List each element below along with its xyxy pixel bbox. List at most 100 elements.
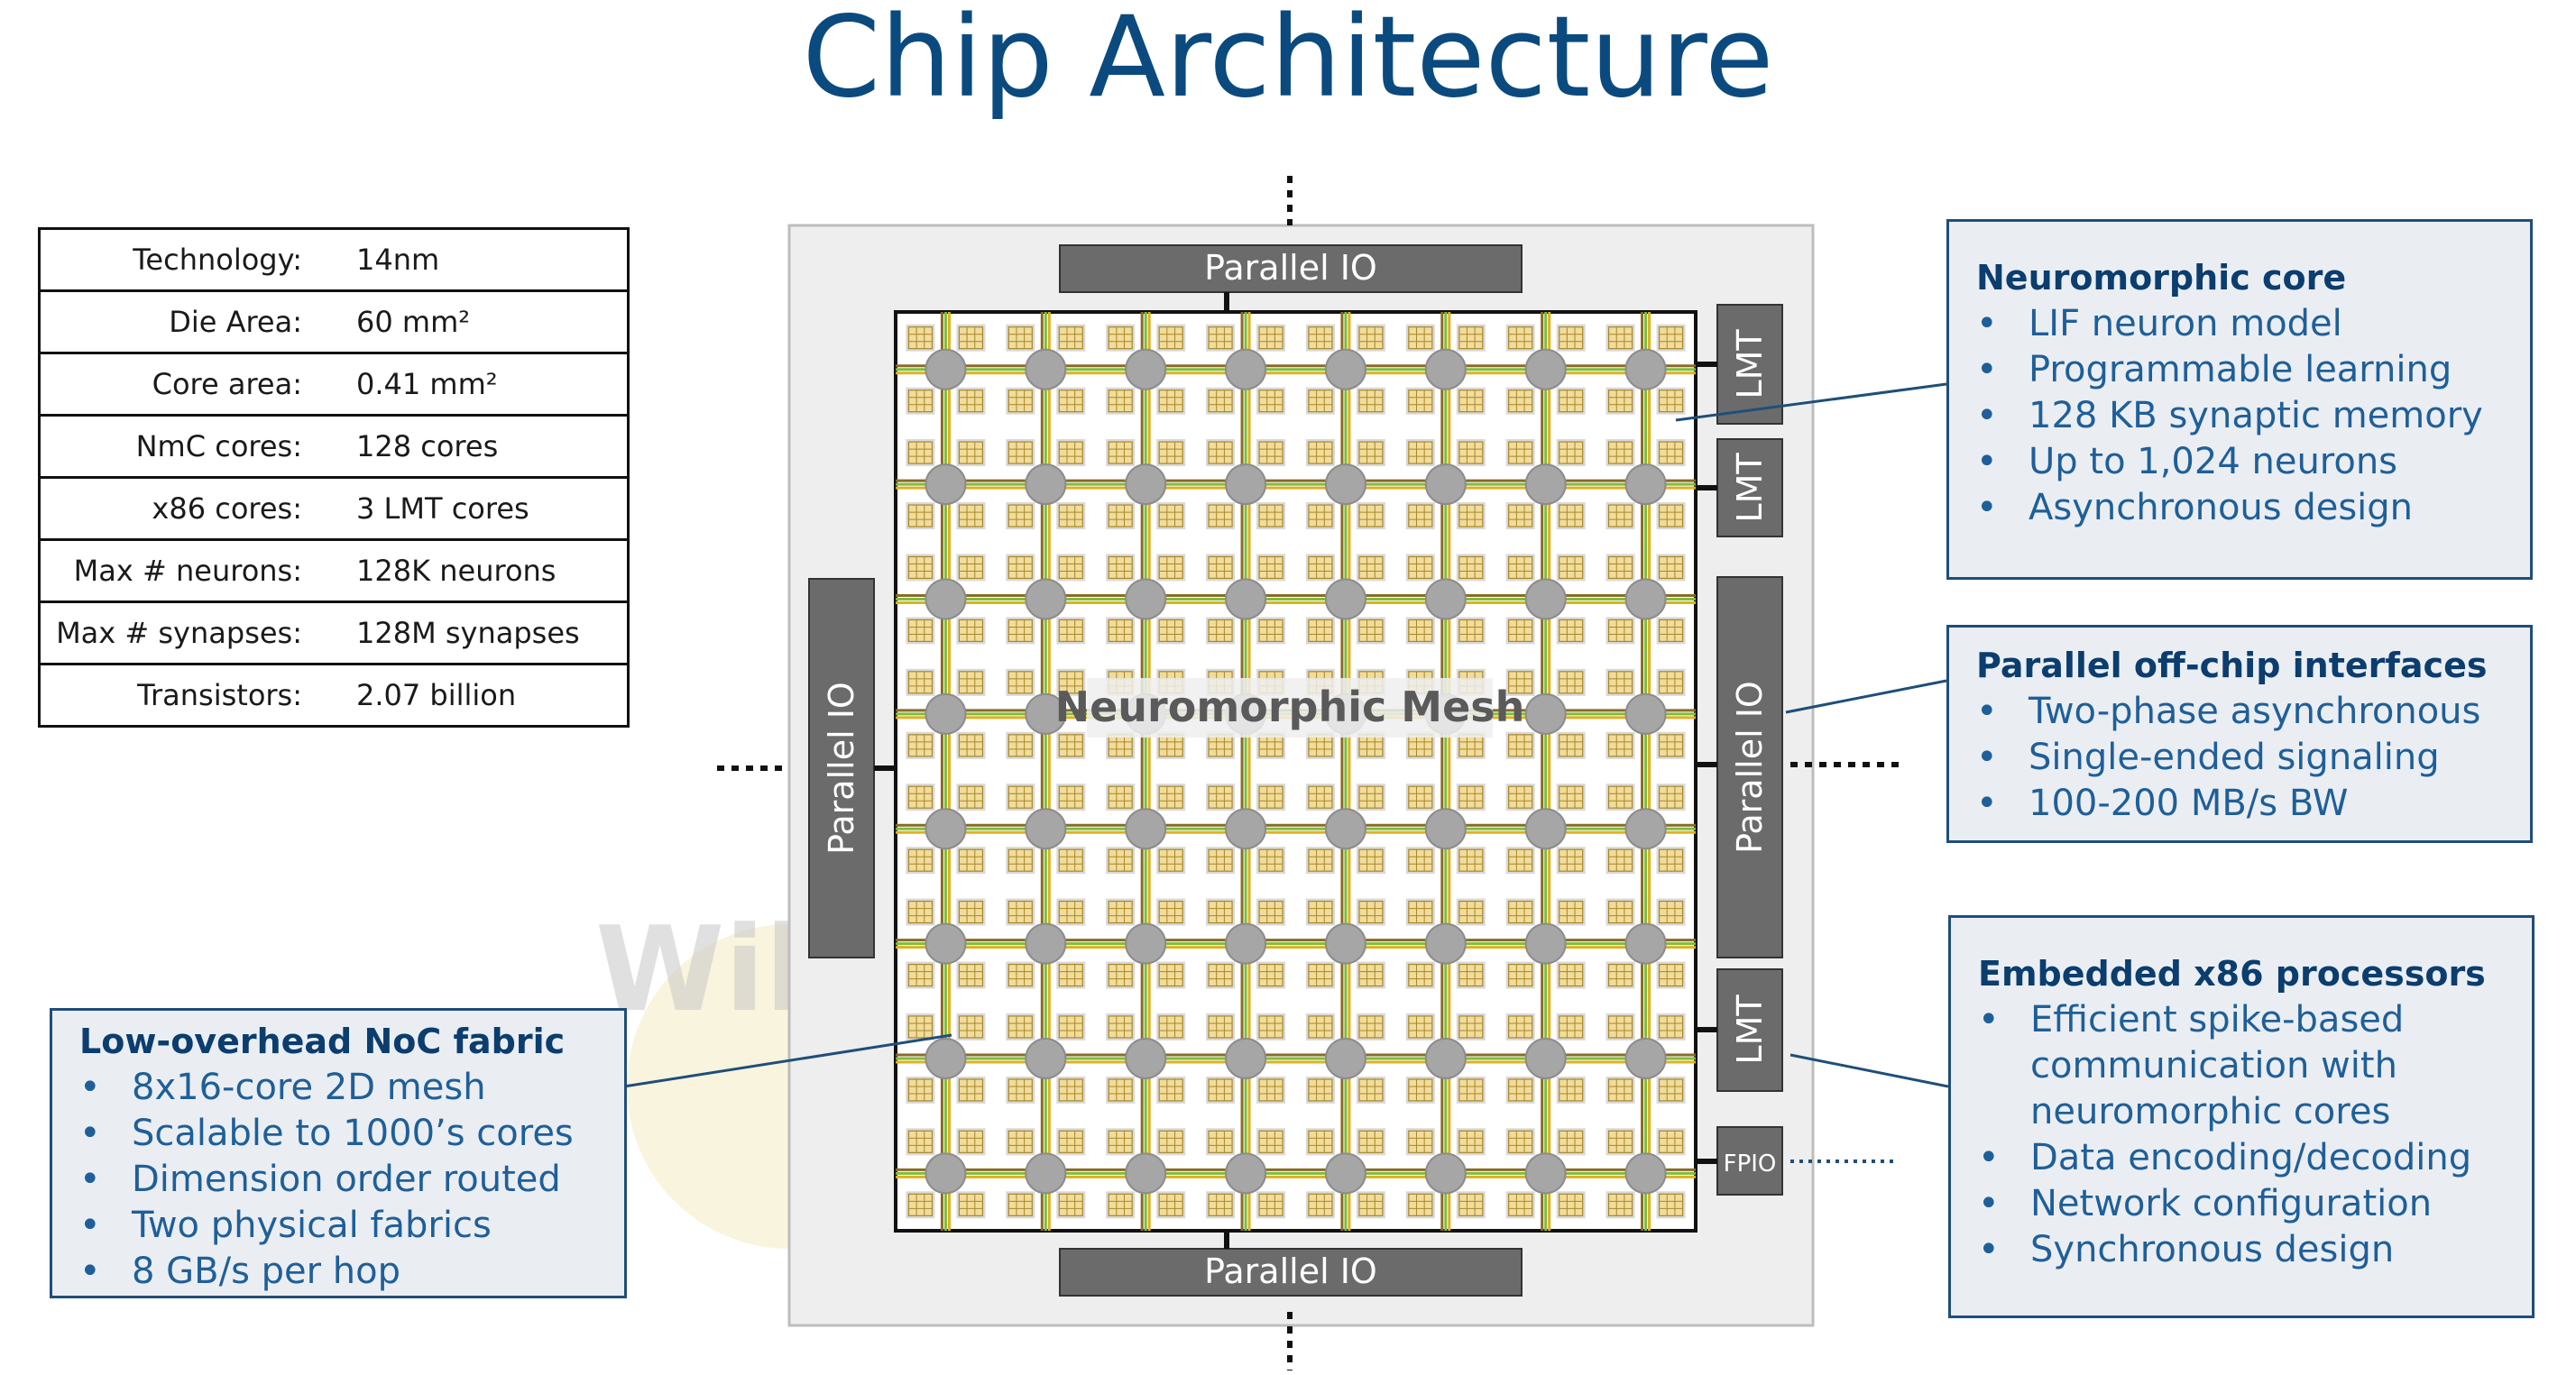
neuromorphic-core <box>1505 668 1535 696</box>
router <box>1025 348 1067 390</box>
neuromorphic-core <box>1456 502 1486 530</box>
router <box>1025 808 1067 850</box>
box-list: Two-phase asynchronous Single-ended sign… <box>1976 689 2503 827</box>
neuromorphic-core <box>1106 961 1136 989</box>
router <box>1125 922 1167 965</box>
neuromorphic-core <box>1156 387 1186 415</box>
neuromorphic-core <box>906 439 935 467</box>
neuromorphic-mesh <box>894 310 1697 1233</box>
neuromorphic-core <box>1556 617 1586 645</box>
neuromorphic-core <box>1605 898 1635 926</box>
neuromorphic-core <box>1405 961 1435 989</box>
neuromorphic-core <box>1656 668 1686 696</box>
neuromorphic-core <box>1505 387 1535 415</box>
neuromorphic-core <box>1156 1076 1186 1104</box>
neuromorphic-core <box>1505 617 1535 645</box>
neuromorphic-core <box>1505 731 1535 759</box>
neuromorphic-core <box>1356 439 1385 467</box>
neuromorphic-core <box>1056 439 1086 467</box>
neuromorphic-core <box>1305 1191 1335 1219</box>
neuromorphic-core <box>1556 387 1586 415</box>
list-item: Data encoding/decoding <box>1978 1135 2505 1181</box>
neuromorphic-core <box>1656 1013 1686 1040</box>
neuromorphic-core <box>1056 617 1086 645</box>
router <box>1624 1037 1667 1079</box>
router <box>1624 348 1667 390</box>
neuromorphic-core <box>1106 324 1136 352</box>
router <box>1324 348 1366 390</box>
router <box>1524 922 1567 965</box>
router <box>1524 348 1567 390</box>
page-title: Chip Architecture <box>802 0 1774 123</box>
router <box>1125 578 1167 620</box>
neuromorphic-core <box>1356 898 1385 926</box>
neuromorphic-core <box>1305 898 1335 926</box>
neuromorphic-core <box>1056 731 1086 759</box>
neuromorphic-core <box>1256 961 1286 989</box>
io-blocks: Parallel IO Parallel IO Parallel IO Para… <box>808 244 1783 1297</box>
neuromorphic-core <box>1605 617 1635 645</box>
neuromorphic-core <box>1056 1013 1086 1040</box>
mesh-label-group: Neuromorphic Mesh <box>1055 678 1525 738</box>
parallel-io-bottom-label: Parallel IO <box>1204 1251 1377 1291</box>
neuromorphic-core <box>1256 1076 1286 1104</box>
router <box>1025 463 1067 506</box>
neuromorphic-core <box>1656 784 1686 811</box>
neuromorphic-core <box>956 668 986 696</box>
neuromorphic-core <box>1256 1013 1286 1040</box>
neuromorphic-core <box>1405 439 1435 467</box>
spec-row: x86 cores:3 LMT cores <box>38 476 630 541</box>
neuromorphic-core <box>1456 1191 1486 1219</box>
neuromorphic-core <box>956 387 986 415</box>
neuromorphic-core <box>1605 961 1635 989</box>
spec-label: NmC cores: <box>38 414 333 479</box>
neuromorphic-core <box>1556 898 1586 926</box>
router <box>1225 1037 1267 1079</box>
neuromorphic-core <box>1605 1128 1635 1156</box>
neuromorphic-core <box>906 731 935 759</box>
neuromorphic-core <box>1056 502 1086 530</box>
list-item: Efficient spike-based communication with… <box>1978 997 2418 1135</box>
neuromorphic-core-box: Neuromorphic core LIF neuron model Progr… <box>1946 219 2533 580</box>
neuromorphic-core <box>956 439 986 467</box>
neuromorphic-core <box>956 1128 986 1156</box>
neuromorphic-core <box>1256 847 1286 875</box>
neuromorphic-core <box>1605 847 1635 875</box>
neuromorphic-core <box>1405 1128 1435 1156</box>
neuromorphic-core <box>906 1128 935 1156</box>
mesh-label: Neuromorphic Mesh <box>1055 683 1525 731</box>
neuromorphic-core <box>1605 1013 1635 1040</box>
neuromorphic-core <box>1206 1013 1236 1040</box>
neuromorphic-core <box>1556 731 1586 759</box>
neuromorphic-core <box>906 554 935 582</box>
router <box>1624 463 1667 506</box>
router <box>1424 1037 1467 1079</box>
neuromorphic-core <box>1056 324 1086 352</box>
spec-row: Max # synapses:128M synapses <box>38 600 630 665</box>
neuromorphic-core <box>1305 1076 1335 1104</box>
neuromorphic-core <box>1206 898 1236 926</box>
neuromorphic-core <box>1156 502 1186 530</box>
spec-row: Die Area:60 mm² <box>38 289 630 354</box>
neuromorphic-core <box>1305 324 1335 352</box>
neuromorphic-core <box>1156 898 1186 926</box>
list-item: Asynchronous design <box>1976 485 2503 531</box>
router <box>1524 1037 1567 1079</box>
spec-value: 2.07 billion <box>333 663 630 728</box>
spec-label: Max # synapses: <box>38 600 333 665</box>
router <box>1125 1037 1167 1079</box>
spec-value: 128 cores <box>333 414 630 479</box>
router <box>1225 1152 1267 1195</box>
neuromorphic-core <box>1656 1191 1686 1219</box>
neuromorphic-core <box>1305 439 1335 467</box>
neuromorphic-core <box>1156 961 1186 989</box>
neuromorphic-core <box>1556 554 1586 582</box>
router <box>1624 922 1667 965</box>
neuromorphic-core <box>1206 439 1236 467</box>
neuromorphic-core <box>1456 847 1486 875</box>
lmt-1-label: LMT <box>1730 329 1770 399</box>
neuromorphic-core <box>1656 847 1686 875</box>
neuromorphic-core <box>1556 961 1586 989</box>
